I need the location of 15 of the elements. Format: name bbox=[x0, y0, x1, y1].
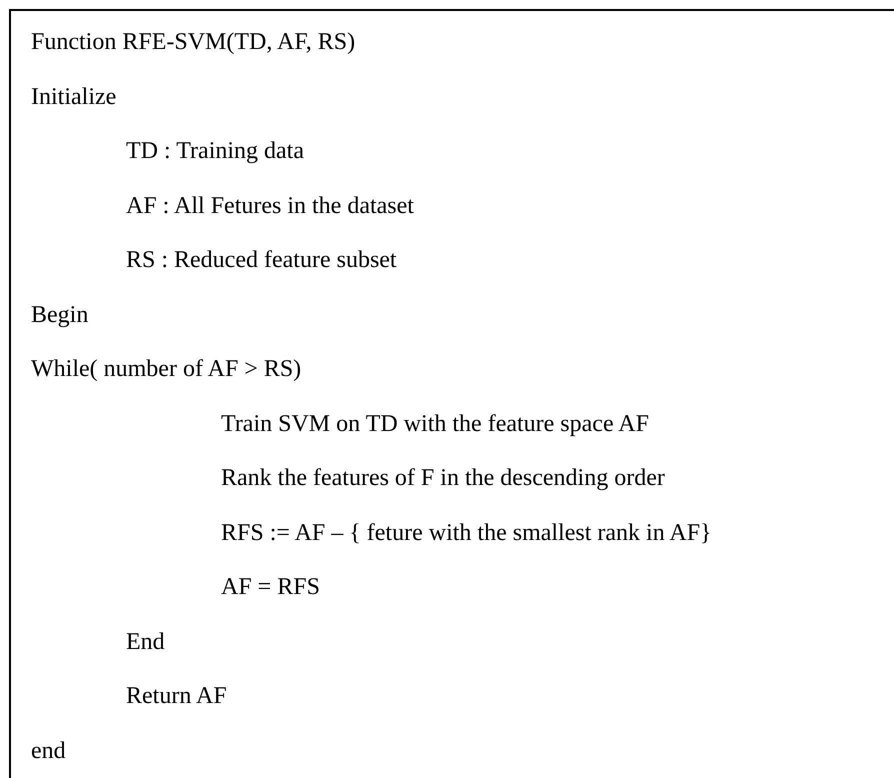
code-line: Function RFE-SVM(TD, AF, RS) bbox=[31, 28, 356, 57]
code-line: Initialize bbox=[31, 82, 116, 112]
code-line: AF : All Fetures in the dataset bbox=[125, 192, 414, 220]
code-line: While( number of AF > RS) bbox=[31, 355, 302, 384]
code-line: end bbox=[31, 736, 66, 766]
pseudocode-box bbox=[9, 9, 894, 778]
code-line: Begin bbox=[31, 300, 88, 330]
code-line: Train SVM on TD with the feature space AF bbox=[220, 410, 649, 438]
code-line: End bbox=[125, 628, 165, 656]
code-line: RS : Reduced feature subset bbox=[125, 246, 397, 275]
code-line: TD : Training data bbox=[125, 137, 304, 166]
code-line: AF = RFS bbox=[220, 573, 320, 602]
code-line: Rank the features of F in the descending order bbox=[220, 464, 665, 493]
code-line: Return AF bbox=[125, 682, 227, 711]
code-line: RFS := AF – { feture with the smallest rank in AF} bbox=[220, 518, 712, 548]
